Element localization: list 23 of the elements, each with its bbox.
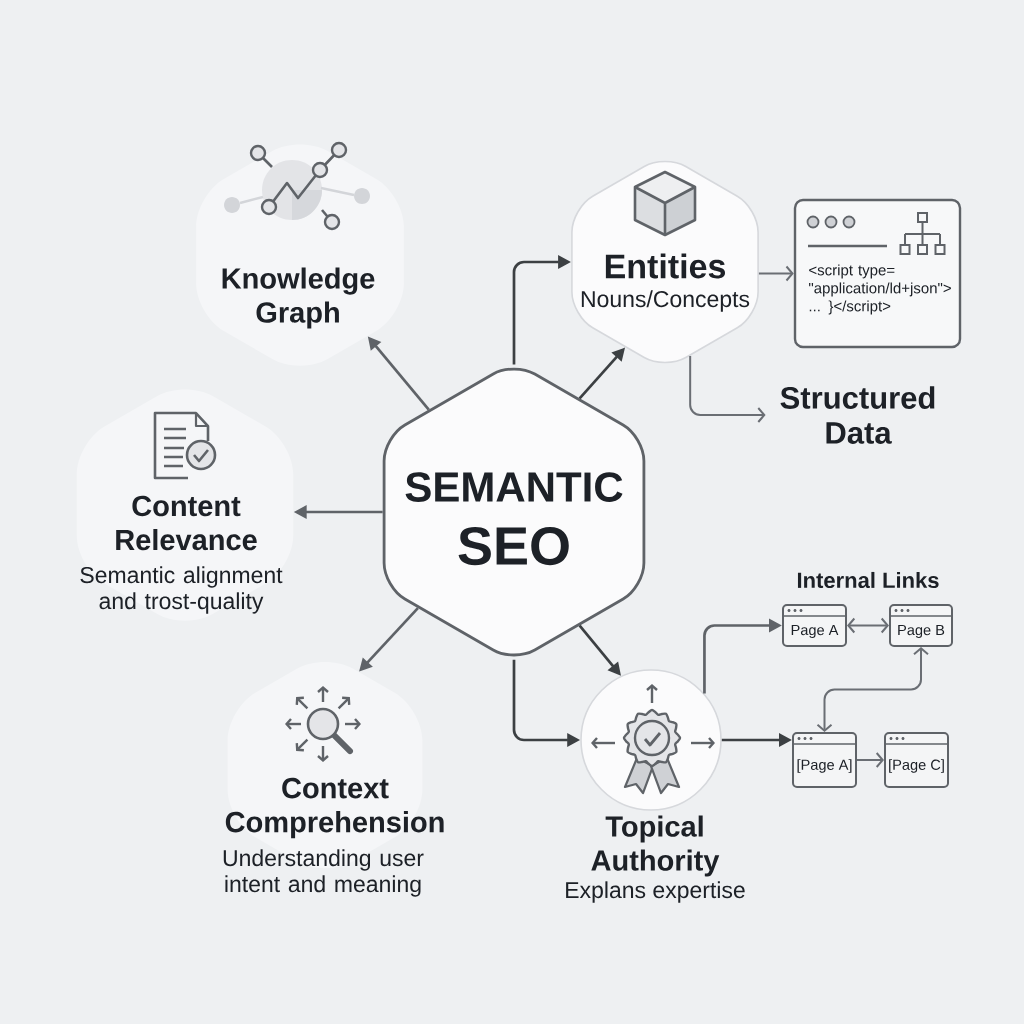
node-title: SEMANTIC <box>405 472 623 502</box>
arrow <box>856 752 884 768</box>
node-title: Context Comprehension <box>225 777 444 839</box>
page-window: [Page C] <box>884 732 949 788</box>
double-arrow <box>847 617 889 634</box>
double-arrow <box>816 647 929 732</box>
code-window: <script type= "application/ld+json"> ... }</script> <box>793 198 962 349</box>
page-window: Page B <box>889 604 953 647</box>
arrow <box>757 265 794 282</box>
node-title: Structured Data <box>780 386 935 444</box>
node-description: Semantic alignment and trost-quality <box>80 566 283 614</box>
arrow <box>689 354 766 423</box>
node-description: Explans expertise <box>566 881 745 903</box>
node-description: Understanding user intent and meaning <box>223 849 424 897</box>
node-title: Content Relevance <box>116 495 257 551</box>
group-heading: Internal Links <box>797 571 939 589</box>
node-title: Topical Authority <box>591 815 720 877</box>
page-window: Page A <box>782 604 847 647</box>
node-title: SEO <box>458 526 569 566</box>
node-title: Entities <box>605 253 725 279</box>
page-window: [Page A] <box>792 732 857 788</box>
node-description: Nouns/Concepts <box>581 290 750 312</box>
node-title: Knowledge Graph <box>222 267 375 329</box>
